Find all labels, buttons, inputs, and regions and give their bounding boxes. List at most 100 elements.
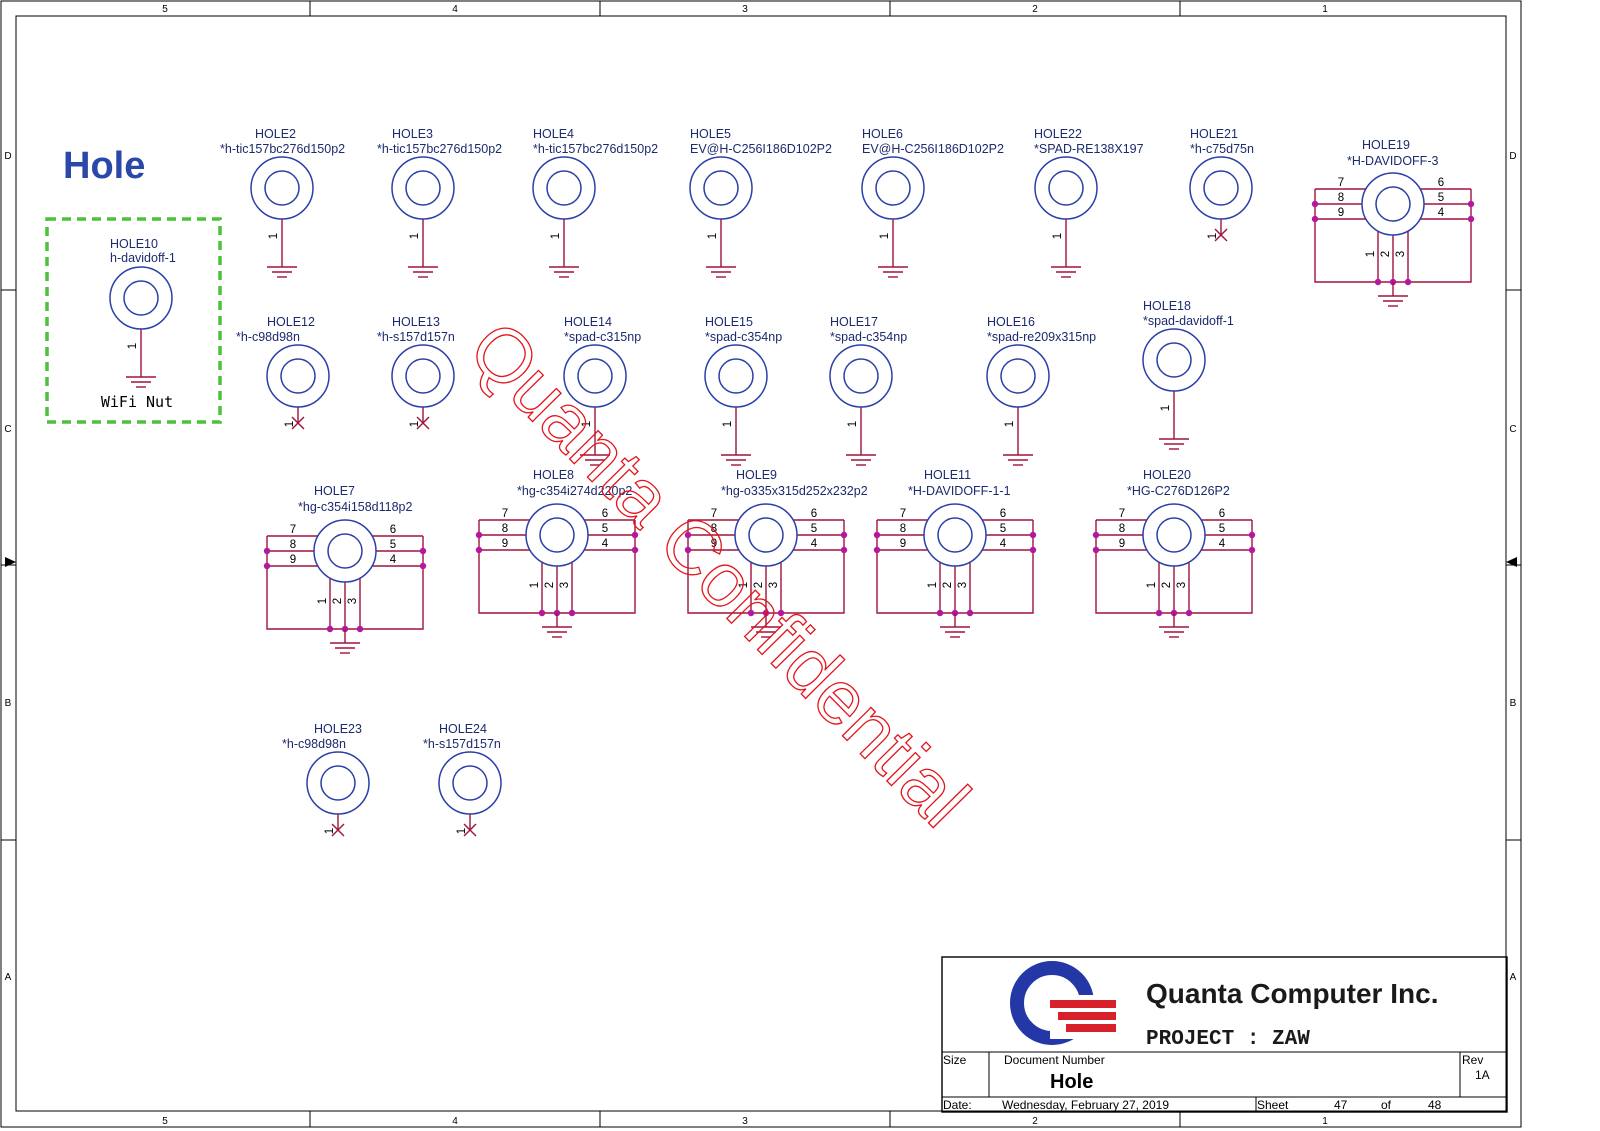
- hole-pin-number: 8: [1119, 523, 1125, 535]
- hole-footprint: *H-DAVIDOFF-3: [1347, 154, 1438, 168]
- hole-pin-number: 5: [1000, 523, 1006, 535]
- hole-pin-number: 4: [1219, 538, 1226, 550]
- size-label: Size: [943, 1053, 967, 1067]
- hole-pin-number: 1: [409, 421, 421, 427]
- hole-footprint: *hg-c354i274d220p2: [517, 484, 632, 498]
- hole-footprint: h-davidoff-1: [110, 251, 176, 265]
- hole-pin-number: 7: [290, 524, 296, 536]
- zone-column-label: 4: [452, 1116, 458, 1127]
- hole-pin-number: 8: [900, 523, 906, 535]
- junction-dot: [684, 546, 692, 554]
- junction-dot: [1092, 531, 1100, 539]
- hole-ring-icon: [109, 266, 173, 330]
- hole-ring-icon: [1142, 328, 1206, 392]
- hole-footprint: *h-c98d98n: [236, 330, 300, 344]
- junction-dot: [475, 546, 483, 554]
- hole-ring-icon: [1203, 170, 1239, 206]
- hole-footprint: *h-tic157bc276d150p2: [533, 142, 658, 156]
- hole-pin-number: 9: [711, 538, 717, 550]
- hole-pin-number: 8: [1338, 192, 1344, 204]
- center-arrow-icon: [5, 557, 16, 567]
- company-name: Quanta Computer Inc.: [1146, 978, 1438, 1009]
- hole-pin-number: 9: [290, 554, 296, 566]
- hole-pin-number: 6: [1219, 508, 1225, 520]
- hole-pin-number: 2: [1380, 251, 1392, 257]
- hole-footprint: EV@H-C256I186D102P2: [690, 142, 832, 156]
- rev-label: Rev: [1462, 1053, 1483, 1067]
- hole-pin-number: 5: [1219, 523, 1225, 535]
- sheet-label: Sheet: [1257, 1098, 1289, 1112]
- hole-reference: HOLE11: [924, 468, 971, 482]
- hole-footprint: *HG-C276D126P2: [1127, 484, 1230, 498]
- hole-pin-number: 1: [284, 421, 296, 427]
- hole-ring-icon: [306, 751, 370, 815]
- hole-pin-number: 8: [711, 523, 717, 535]
- date-label: Date:: [943, 1098, 972, 1112]
- rev-value: 1A: [1475, 1068, 1490, 1082]
- hole-ring-icon: [1361, 172, 1425, 236]
- hole-ring-icon: [313, 519, 377, 583]
- hole-reference: HOLE14: [564, 315, 612, 329]
- hole-pin-number: 7: [502, 508, 508, 520]
- hole-ring-icon: [748, 517, 784, 553]
- title-block-frame: [941, 956, 1508, 1113]
- hole-ring-icon: [266, 344, 330, 408]
- junction-dot: [538, 609, 546, 617]
- hole-footprint: *hg-c354i158d118p2: [298, 500, 413, 514]
- hole-reference: HOLE7: [314, 484, 355, 498]
- hole-ring-icon: [861, 156, 925, 220]
- hole-pin-number: 4: [811, 538, 818, 550]
- junction-dot: [1029, 531, 1037, 539]
- zone-row-label: A: [5, 972, 12, 983]
- hole-reference: HOLE4: [533, 127, 574, 141]
- zone-column-label: 3: [742, 4, 748, 15]
- hole-pin-number: 7: [1119, 508, 1125, 520]
- wifi-nut-label: WiFi Nut: [101, 393, 173, 411]
- hole-ring-icon: [123, 280, 159, 316]
- junction-dot: [1092, 546, 1100, 554]
- hole-reference: HOLE17: [830, 315, 878, 329]
- hole-pin-number: 1: [456, 828, 468, 834]
- zone-row-label: A: [1510, 972, 1517, 983]
- junction-dot: [747, 609, 755, 617]
- junction-dot: [777, 609, 785, 617]
- hole-reference: HOLE12: [267, 315, 315, 329]
- no-connect-icon: [331, 823, 345, 837]
- hole-pin-number: 1: [1052, 233, 1064, 239]
- hole-footprint: *hg-o335x315d252x232p2: [721, 484, 868, 498]
- hole-ring-icon: [703, 170, 739, 206]
- hole-pin-number: 1: [317, 598, 329, 604]
- hole-pin-number: 1: [550, 233, 562, 239]
- junction-dot: [1374, 278, 1382, 286]
- hole-pin-number: 3: [1176, 582, 1188, 588]
- hole-pin-number: 2: [753, 582, 765, 588]
- hole-reference: HOLE3: [392, 127, 433, 141]
- hole-ring-icon: [689, 156, 753, 220]
- hole-symbol: HOLE12*h-c98d98n 1: [236, 315, 330, 430]
- junction-dot: [1467, 200, 1475, 208]
- hole-ring-icon: [391, 344, 455, 408]
- title-block: Quanta Computer Inc. PROJECT : ZAW Size …: [941, 956, 1508, 1113]
- hole-pin-number: 5: [602, 523, 608, 535]
- junction-dot: [966, 609, 974, 617]
- hole-pin-number: 9: [502, 538, 508, 550]
- hole-pin-number: 1: [722, 421, 734, 427]
- zone-row-label: D: [1509, 151, 1516, 162]
- hole-pin-number: 6: [811, 508, 817, 520]
- hole-pin-number: 7: [900, 508, 906, 520]
- hole-ring-icon: [452, 765, 488, 801]
- hole-ring-icon: [320, 765, 356, 801]
- holes-layer: HOLE2*h-tic157bc276d150p21HOLE3*h-tic157…: [109, 127, 1475, 837]
- junction-dot: [1155, 609, 1163, 617]
- junction-dot: [419, 547, 427, 555]
- hole-pin-number: 5: [390, 539, 396, 551]
